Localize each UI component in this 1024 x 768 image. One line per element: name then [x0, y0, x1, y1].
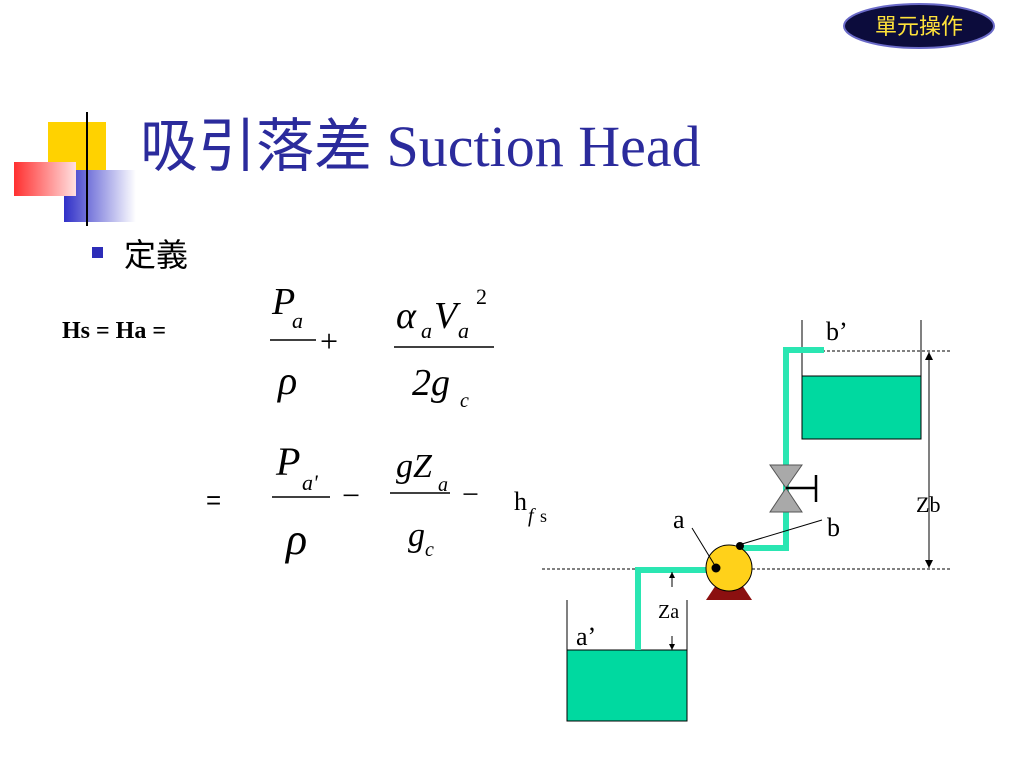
valve-icon [769, 464, 818, 513]
term3-numerator-sub: a' [302, 470, 318, 495]
term3-numerator: P [275, 439, 300, 484]
equation-equals-2: = [206, 485, 222, 515]
pump-diagram: b’ a b Zb Za a’ [542, 317, 950, 722]
discharge-pipe [738, 347, 824, 551]
hfs-f: f [528, 505, 536, 527]
za-dimension [669, 572, 675, 650]
title-decoration [14, 112, 980, 226]
label-a: a [673, 505, 685, 534]
lower-tank-liquid [566, 649, 688, 722]
term1-numerator: P [271, 281, 295, 323]
term3-denominator: ρ [284, 515, 307, 564]
term1-denominator: ρ [276, 358, 297, 403]
minus-sign-2: − [462, 478, 479, 511]
slide-title: 吸引落差 Suction Head [140, 114, 701, 179]
term2-denominator: 2g [412, 362, 450, 404]
label-a-prime: a’ [576, 622, 596, 651]
bullet-definition: 定義 [124, 236, 189, 274]
label-b: b [827, 513, 840, 542]
hfs-s: s [540, 506, 547, 526]
unit-badge: 單元操作 [843, 3, 995, 49]
minus-sign-1: − [342, 477, 360, 513]
equation-lhs: Hs = Ha = [62, 318, 167, 344]
term2-sup: 2 [476, 284, 487, 309]
term4-denominator: g [408, 517, 425, 554]
label-za: Za [658, 601, 679, 623]
term1-numerator-sub: a [292, 308, 303, 333]
bullet-square-icon [92, 247, 103, 258]
lower-tank [566, 600, 688, 722]
equation-formula: P a ρ + α a V a 2 2g c P a' ρ − gZ a g c… [270, 281, 547, 564]
zb-dimension [925, 352, 933, 568]
red-block [14, 162, 76, 196]
term2-denominator-sub: c [460, 390, 469, 412]
upper-tank-liquid [801, 375, 922, 440]
label-zb: Zb [916, 492, 940, 517]
term4-denominator-sub: c [425, 539, 434, 561]
term2-alpha-sub: a [421, 318, 432, 343]
term2-v: V [434, 295, 461, 337]
term2-alpha: α [396, 295, 417, 337]
label-b-prime: b’ [826, 317, 848, 346]
suction-pipe [635, 567, 730, 650]
hfs-h: h [514, 487, 527, 516]
pump-icon [705, 542, 753, 600]
plus-sign: + [320, 323, 338, 359]
term2-v-sub: a [458, 318, 469, 343]
term4-numerator: gZ [396, 448, 433, 485]
term4-numerator-sub: a [438, 474, 448, 496]
upper-tank [801, 320, 922, 440]
unit-badge-text: 單元操作 [875, 15, 963, 40]
